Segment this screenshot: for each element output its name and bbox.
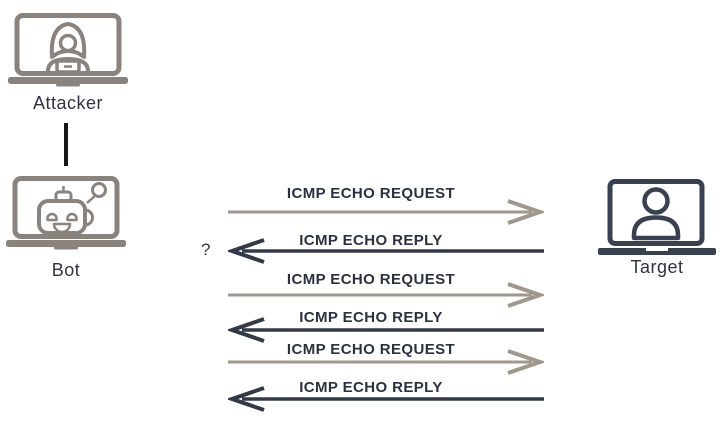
hacker-laptop-icon <box>8 13 128 87</box>
target-label: Target <box>630 257 684 277</box>
robot-laptop-icon <box>6 176 126 250</box>
icmp-echo-reply-arrow-1 <box>228 238 544 264</box>
icmp-echo-reply-arrow-2 <box>228 317 544 343</box>
message-label-request-3: ICMP ECHO REQUEST <box>286 341 456 358</box>
attacker-bot-connector-line <box>64 123 68 166</box>
bot-label: Bot <box>51 260 81 280</box>
icmp-echo-request-arrow-1 <box>228 199 544 225</box>
message-label-reply-1: ICMP ECHO REPLY <box>299 232 443 249</box>
question-mark-label: ? <box>201 240 211 259</box>
icmp-echo-request-arrow-2 <box>228 282 544 308</box>
message-label-request-2: ICMP ECHO REQUEST <box>286 271 456 288</box>
user-laptop-icon <box>598 179 716 255</box>
message-label-request-1: ICMP ECHO REQUEST <box>286 185 456 202</box>
message-label-reply-3: ICMP ECHO REPLY <box>299 379 443 396</box>
attacker-label: Attacker <box>32 93 104 113</box>
message-label-reply-2: ICMP ECHO REPLY <box>299 309 443 326</box>
icmp-echo-reply-arrow-3 <box>228 386 544 412</box>
icmp-echo-request-arrow-3 <box>228 349 544 375</box>
